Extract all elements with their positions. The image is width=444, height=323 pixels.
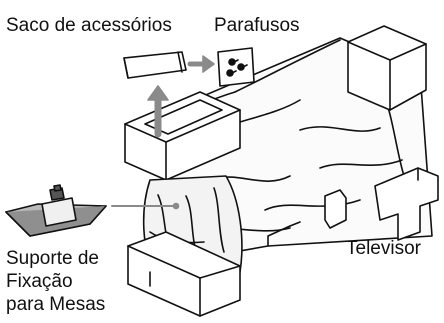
screws-bag-illustration [217, 47, 255, 87]
foam-block-bottom-illustration [127, 231, 241, 317]
tv-label: Televisor [346, 238, 421, 259]
stand-label-line-2: Fixação [6, 271, 73, 292]
foam-rail-right-illustration [324, 167, 439, 241]
stand-label-line-1: Suporte de [6, 248, 99, 269]
table-stand-illustration [5, 184, 107, 237]
accessory-bag-illustration [123, 51, 187, 79]
arrow-up-to-accessory-bag [147, 85, 169, 138]
stand-label-line-3: para Mesas [6, 294, 106, 315]
arrow-to-screws [187, 55, 215, 73]
accessory-bag-label: Saco de acessórios [6, 15, 172, 36]
screws-label: Parafusos [214, 15, 300, 36]
stand-leader-line [111, 202, 180, 210]
stand-label: Suporte de Fixação para Mesas [6, 248, 105, 317]
foam-block-top-right-illustration [347, 25, 427, 111]
